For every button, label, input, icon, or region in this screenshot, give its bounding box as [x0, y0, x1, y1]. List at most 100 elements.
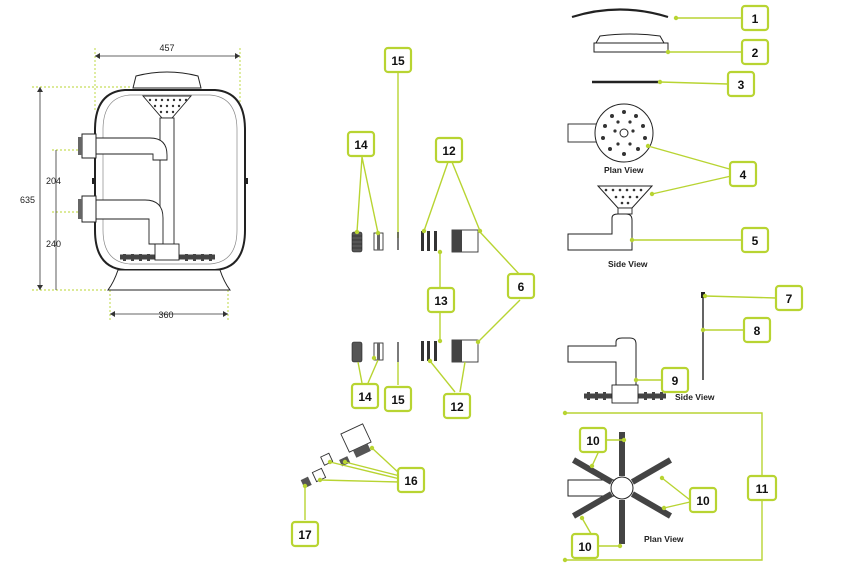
leader-11	[565, 412, 763, 561]
part-4-holes	[601, 110, 647, 156]
svg-text:1: 1	[752, 12, 759, 26]
dim-outlet-height: 240	[46, 239, 61, 249]
callout-11: 11	[746, 474, 778, 502]
label-side-view-bottom: Side View	[675, 392, 715, 402]
part-2-lid-ring	[593, 42, 669, 53]
part-1-cap	[571, 8, 669, 19]
callout-17: 17	[290, 520, 320, 548]
nut-14-top-threads	[352, 235, 362, 249]
dot-4a	[645, 143, 651, 149]
svg-text:16: 16	[404, 474, 418, 488]
dot-11b	[562, 557, 568, 563]
outlet-port	[81, 195, 97, 223]
dot-5	[629, 237, 635, 243]
clip-right	[244, 178, 248, 184]
part-4-pipe-plan	[567, 123, 599, 143]
callout-14a: 14	[346, 130, 376, 158]
svg-text:8: 8	[754, 324, 761, 338]
callout-15b: 15	[383, 385, 413, 413]
svg-text:14: 14	[354, 138, 368, 152]
dot-8	[700, 327, 706, 333]
callout-2: 2	[740, 38, 770, 66]
filter-vessel-drawing: 457 635 204 240 360	[20, 43, 248, 320]
dot-1	[673, 15, 679, 21]
inlet-port	[81, 133, 97, 159]
leader-4	[647, 145, 741, 195]
fittings-column	[300, 72, 521, 520]
right-parts: Plan View Side View	[562, 8, 777, 563]
washer-14-top-core	[377, 233, 380, 250]
label-side-view-top: Side View	[608, 259, 648, 269]
svg-text:10: 10	[578, 540, 592, 554]
svg-text:7: 7	[786, 292, 793, 306]
dim-width-top: 457	[159, 43, 174, 53]
callout-15a: 15	[383, 46, 413, 74]
tank-union-6-bottom-thread	[452, 340, 462, 362]
callout-6: 6	[506, 272, 536, 300]
svg-text:10: 10	[696, 494, 710, 508]
leader-dots-bottom	[302, 445, 375, 489]
svg-text:15: 15	[391, 393, 405, 407]
tank-inner-wall	[102, 94, 238, 265]
nut-14-bottom	[351, 341, 363, 363]
part-4-side-holes	[604, 188, 643, 205]
callout-14b: 14	[350, 382, 380, 410]
gasket-12b-2	[427, 341, 430, 361]
callout-10b: 10	[688, 486, 718, 514]
part-4-neck	[617, 207, 633, 215]
dim-base-width: 360	[158, 310, 173, 320]
svg-text:14: 14	[358, 390, 372, 404]
gasket-12b-3	[434, 341, 437, 361]
part-2-lid	[595, 33, 665, 44]
callout-12b: 12	[442, 392, 472, 420]
dot-2	[665, 49, 671, 55]
callout-12a: 12	[434, 136, 464, 164]
leader-14a	[356, 156, 379, 234]
leader-12a	[423, 161, 481, 232]
svg-text:15: 15	[391, 54, 405, 68]
svg-text:12: 12	[450, 400, 464, 414]
part-9-elbow	[567, 337, 637, 386]
tank-base	[107, 269, 231, 291]
tank-union-6-top-thread	[452, 230, 462, 252]
leader-3	[659, 81, 729, 85]
clip-left	[92, 178, 96, 184]
dot-4b	[649, 191, 655, 197]
outlet-flange	[78, 199, 82, 219]
lower-elbow-pipe	[94, 199, 164, 245]
inlet-flange	[78, 137, 82, 155]
part-11-hub-plan	[610, 476, 634, 500]
svg-text:10: 10	[586, 434, 600, 448]
svg-text:2: 2	[752, 46, 759, 60]
callout-4: 4	[728, 160, 758, 188]
part-10-laterals-plan	[572, 432, 672, 544]
lateral-slots	[123, 254, 212, 261]
svg-text:3: 3	[738, 78, 745, 92]
valve-16-large	[340, 423, 372, 458]
svg-text:9: 9	[672, 374, 679, 388]
callout-8: 8	[742, 316, 772, 344]
part-7-tip	[701, 292, 705, 298]
callout-10c: 10	[570, 532, 600, 560]
gasket-12b-1	[421, 341, 424, 361]
svg-text:12: 12	[442, 144, 456, 158]
callout-3: 3	[726, 70, 756, 98]
leader-6	[477, 231, 521, 343]
callout-9: 9	[660, 366, 690, 394]
gasket-12a-3	[434, 231, 437, 251]
leader-dots-center	[354, 228, 483, 364]
hub	[154, 243, 180, 261]
label-plan-view-bottom: Plan View	[644, 534, 684, 544]
leader-12b	[429, 360, 466, 393]
gasket-12a-1	[421, 231, 424, 251]
washer-14-bottom-core	[377, 343, 380, 360]
svg-text:17: 17	[298, 528, 312, 542]
dot-9	[633, 377, 639, 383]
tank-lid	[132, 71, 202, 89]
svg-text:5: 5	[752, 234, 759, 248]
nut-14-top	[351, 231, 363, 253]
svg-text:4: 4	[740, 168, 747, 182]
dim-height-total: 635	[20, 195, 35, 205]
label-plan-view-top: Plan View	[604, 165, 644, 175]
leader-16-17	[304, 447, 401, 520]
